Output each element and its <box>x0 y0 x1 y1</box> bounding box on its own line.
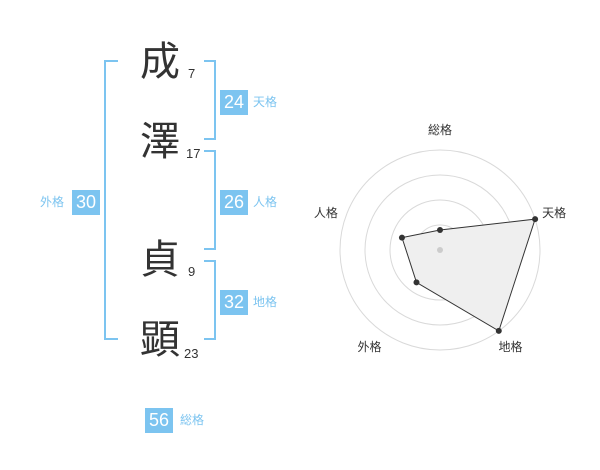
soukaku-label: 総格 <box>180 413 205 427</box>
name-char-3: 貞 <box>140 237 180 283</box>
name-char-4: 顕 <box>140 317 180 363</box>
tenkaku-label: 天格 <box>253 95 278 109</box>
radar-point <box>398 234 405 241</box>
radar-axis-label: 外格 <box>357 339 381 354</box>
radar-center-dot <box>437 247 443 253</box>
radar-axis-label: 人格 <box>314 205 338 220</box>
jinkaku-value: 26 <box>220 190 248 215</box>
chikaku-value: 32 <box>220 290 248 315</box>
stroke-count-4: 23 <box>184 346 199 361</box>
chikaku-label: 地格 <box>253 295 278 309</box>
radar-point <box>532 216 539 223</box>
stroke-count-1: 7 <box>188 66 196 81</box>
radar-axis-label: 天格 <box>542 205 566 220</box>
stroke-count-3: 9 <box>188 264 196 279</box>
radar-polygon <box>401 218 536 332</box>
gaikaku-value: 30 <box>72 190 100 215</box>
tenkaku-value: 24 <box>220 90 248 115</box>
gaikaku-bracket <box>104 60 118 340</box>
gaikaku-label: 外格 <box>40 195 65 209</box>
jinkaku-label: 人格 <box>253 195 278 209</box>
radar-ring <box>339 149 541 351</box>
name-char-1: 成 <box>140 39 180 85</box>
jinkaku-bracket <box>204 150 216 250</box>
stroke-count-2: 17 <box>186 146 201 161</box>
radar-points <box>398 216 539 334</box>
radar-axis-label: 総格 <box>428 122 452 137</box>
chikaku-bracket <box>204 260 216 340</box>
radar-point <box>495 327 502 334</box>
radar-axis-label: 地格 <box>499 339 523 354</box>
soukaku-value: 56 <box>145 408 173 433</box>
radar-point <box>437 227 443 233</box>
radar-point <box>413 279 420 286</box>
tenkaku-bracket <box>204 60 216 140</box>
name-char-2: 澤 <box>140 119 180 165</box>
